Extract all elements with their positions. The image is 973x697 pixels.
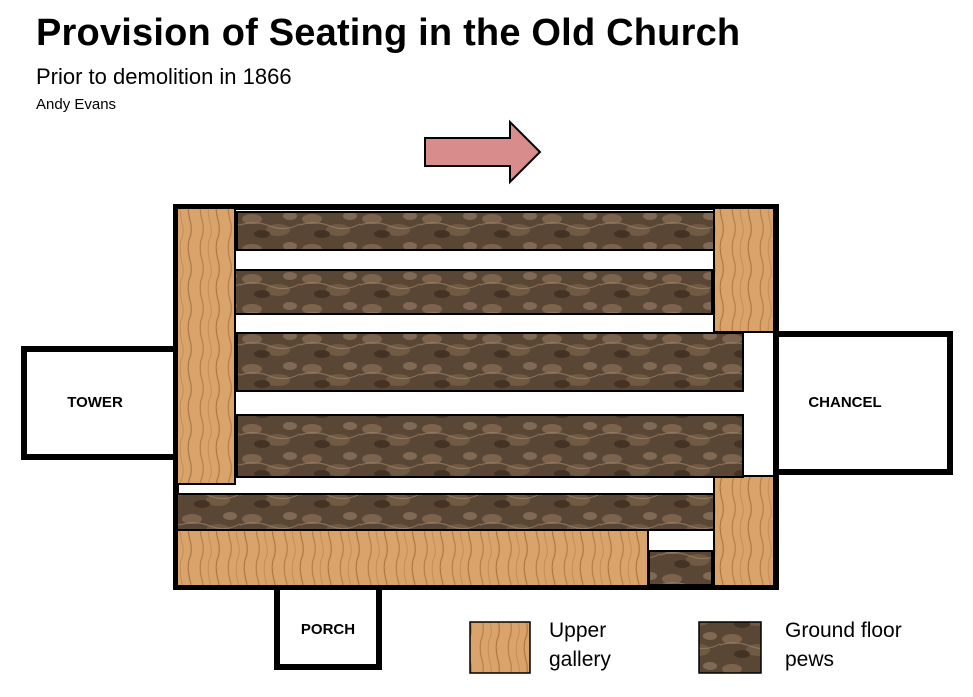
legend-pews-swatch <box>698 621 762 674</box>
legend-gallery-line1: Upper <box>549 619 606 642</box>
pew-row <box>234 269 713 315</box>
page-title: Provision of Seating in the Old Church <box>36 12 741 54</box>
author-name: Andy Evans <box>36 96 117 113</box>
pew-row <box>236 332 744 392</box>
legend-gallery-line2: gallery <box>549 648 611 671</box>
porch-label: PORCH <box>301 621 355 638</box>
gallery-east-south <box>713 475 775 587</box>
pew-row <box>176 493 715 531</box>
legend-pews-line2: pews <box>785 648 834 671</box>
page-subtitle: Prior to demolition in 1866 <box>36 64 292 89</box>
chancel <box>742 331 953 475</box>
tower-label: TOWER <box>67 394 123 411</box>
gallery-east-north <box>713 207 775 333</box>
legend-pews-line1: Ground floor <box>785 619 902 642</box>
right-arrow-icon <box>424 119 542 185</box>
chancel-label: CHANCEL <box>808 394 881 411</box>
gallery-west <box>176 207 236 485</box>
pew-row <box>648 550 713 586</box>
pew-row <box>236 211 715 251</box>
legend-gallery-swatch <box>469 621 531 674</box>
gallery-south <box>176 529 649 587</box>
pew-row <box>236 414 744 478</box>
